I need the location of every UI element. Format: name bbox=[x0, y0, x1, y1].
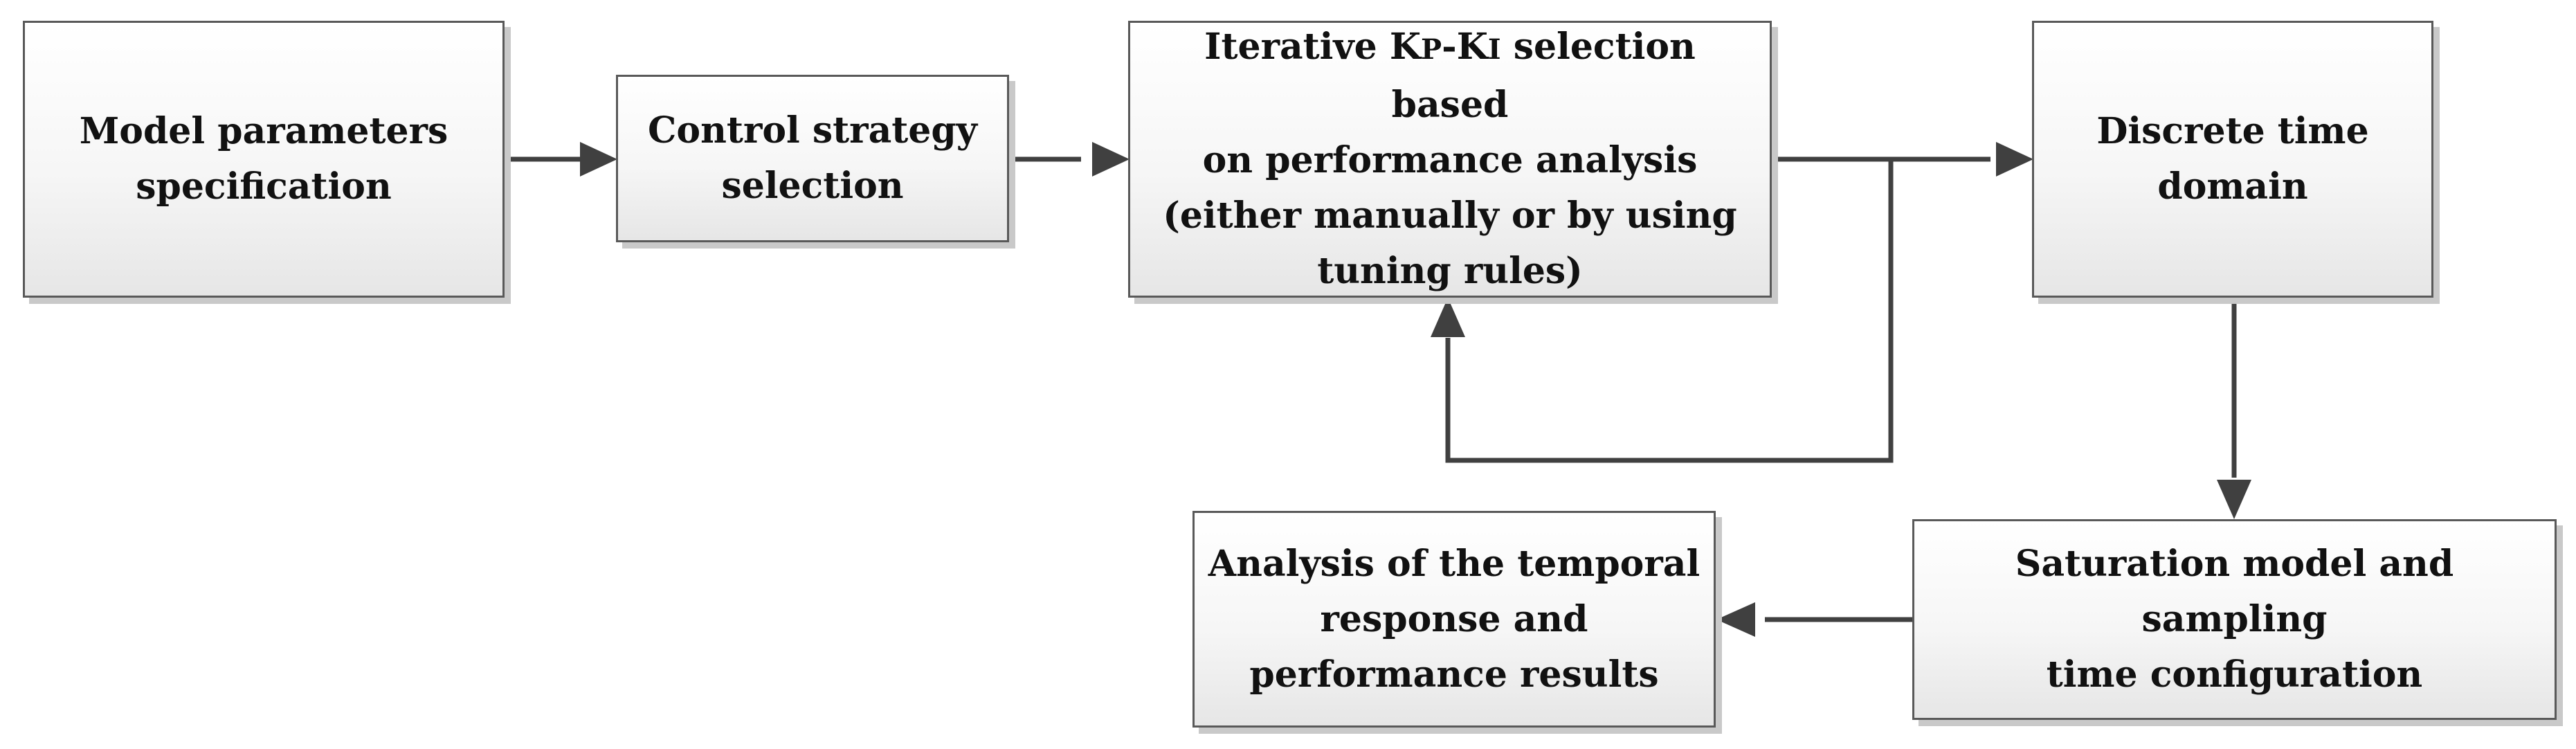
node-analysis-results: Analysis of the temporal response and pe… bbox=[1192, 511, 1716, 728]
node-iterative-rest: on performance analysis (either manually… bbox=[1163, 139, 1737, 292]
node-control-strategy-label: Control strategy selection bbox=[648, 109, 977, 207]
node-iterative-sub-i: I bbox=[1487, 33, 1501, 66]
node-discrete-time-label: Discrete time domain bbox=[2096, 110, 2369, 208]
node-model-parameters: Model parameters specification bbox=[23, 21, 505, 298]
node-discrete-time: Discrete time domain bbox=[2032, 21, 2433, 298]
node-iterative-dash: -K bbox=[1442, 26, 1488, 68]
node-model-parameters-label: Model parameters specification bbox=[79, 110, 448, 208]
node-saturation-model-label: Saturation model and sampling time confi… bbox=[2015, 543, 2454, 696]
node-analysis-results-label: Analysis of the temporal response and pe… bbox=[1208, 542, 1700, 696]
node-iterative-sub-p: P bbox=[1421, 33, 1442, 66]
arrowhead-into-iterative bbox=[1092, 142, 1130, 177]
node-iterative-selection: Iterative KP-KI selection based on perfo… bbox=[1128, 21, 1772, 298]
node-saturation-model: Saturation model and sampling time confi… bbox=[1912, 519, 2557, 720]
node-iterative-selection-label: Iterative KP-KI selection based on perfo… bbox=[1143, 19, 1757, 299]
arrowhead-into-control bbox=[580, 142, 617, 177]
node-iterative-line1-post: selection based bbox=[1391, 26, 1696, 126]
arrowhead-into-analysis bbox=[1716, 602, 1755, 637]
arrowhead-feedback-into-iterative bbox=[1431, 298, 1465, 337]
node-control-strategy: Control strategy selection bbox=[616, 75, 1009, 242]
connector-feedback-loop bbox=[1445, 159, 1894, 463]
arrowhead-into-discrete bbox=[1996, 142, 2033, 177]
arrowhead-into-saturation bbox=[2217, 480, 2251, 519]
node-iterative-line1-pre: Iterative K bbox=[1204, 26, 1422, 68]
